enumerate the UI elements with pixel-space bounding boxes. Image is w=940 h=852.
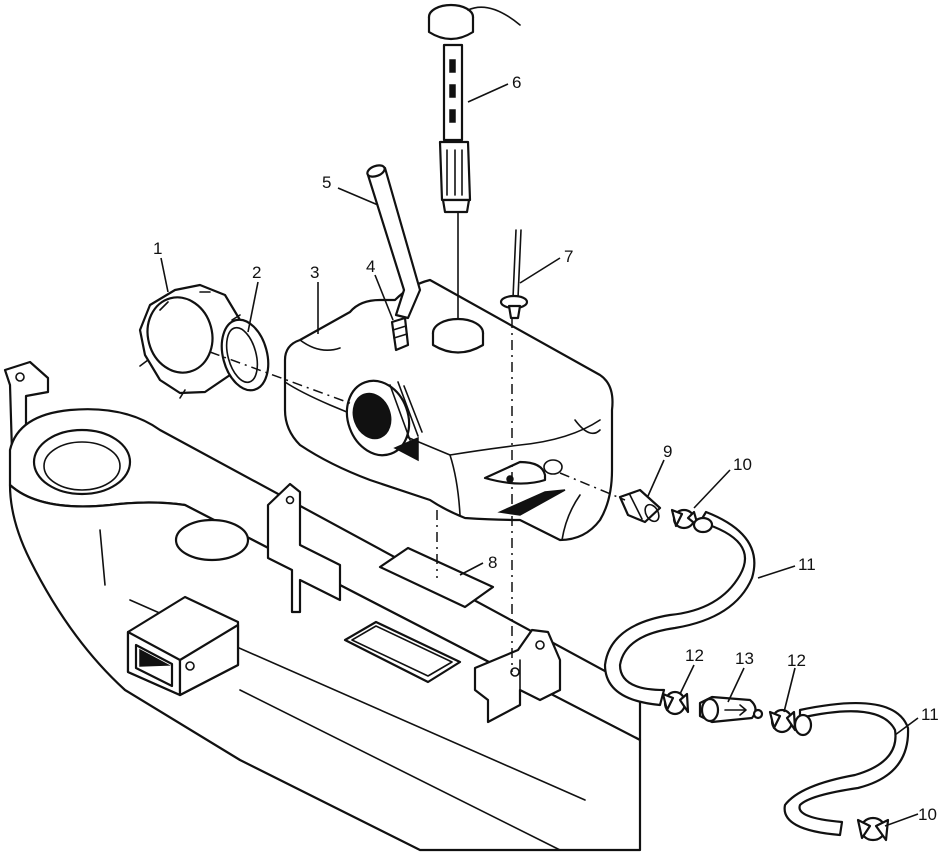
callout-leaders	[160, 83, 919, 827]
part-11-fuel-hose-upper	[603, 510, 756, 707]
part-5-vent-hose	[366, 164, 422, 320]
callout-1: 1	[153, 239, 162, 258]
callout-6: 6	[512, 73, 521, 92]
callout-10-lower: 10	[918, 805, 937, 824]
part-11-fuel-hose-lower	[783, 702, 910, 837]
callout-11-upper: 11	[798, 555, 816, 574]
callout-2: 2	[252, 263, 261, 282]
part-1-fuel-cap	[138, 283, 244, 399]
assembly-lines	[209, 212, 626, 672]
frame-chassis	[3, 360, 642, 852]
callout-4: 4	[366, 257, 375, 276]
part-6-fuel-gauge	[427, 3, 521, 214]
callout-12-right: 12	[787, 651, 806, 670]
callout-5: 5	[322, 173, 331, 192]
part-3-fuel-tank	[283, 278, 614, 542]
part-2-gasket	[220, 318, 270, 392]
callout-10-upper: 10	[733, 455, 752, 474]
callout-labels: 1 2 3 4 5 6 7 8 9 10 10 11 11 12 12 13	[153, 73, 939, 824]
callout-11-lower: 11	[921, 705, 939, 724]
callout-9: 9	[663, 442, 672, 461]
callout-12-left: 12	[685, 646, 704, 665]
callout-13: 13	[735, 649, 754, 668]
part-12-clamp-right	[768, 708, 797, 734]
part-10-clamp-lower	[856, 816, 890, 842]
callout-3: 3	[310, 263, 319, 282]
part-9-fuel-fitting	[618, 488, 662, 524]
callout-7: 7	[564, 247, 573, 266]
part-4-vent-fitting	[390, 316, 410, 352]
part-12-clamp-left	[661, 690, 690, 716]
part-13-fuel-filter	[698, 695, 764, 724]
callout-8: 8	[488, 553, 497, 572]
part-7-drain-rod	[499, 229, 529, 320]
